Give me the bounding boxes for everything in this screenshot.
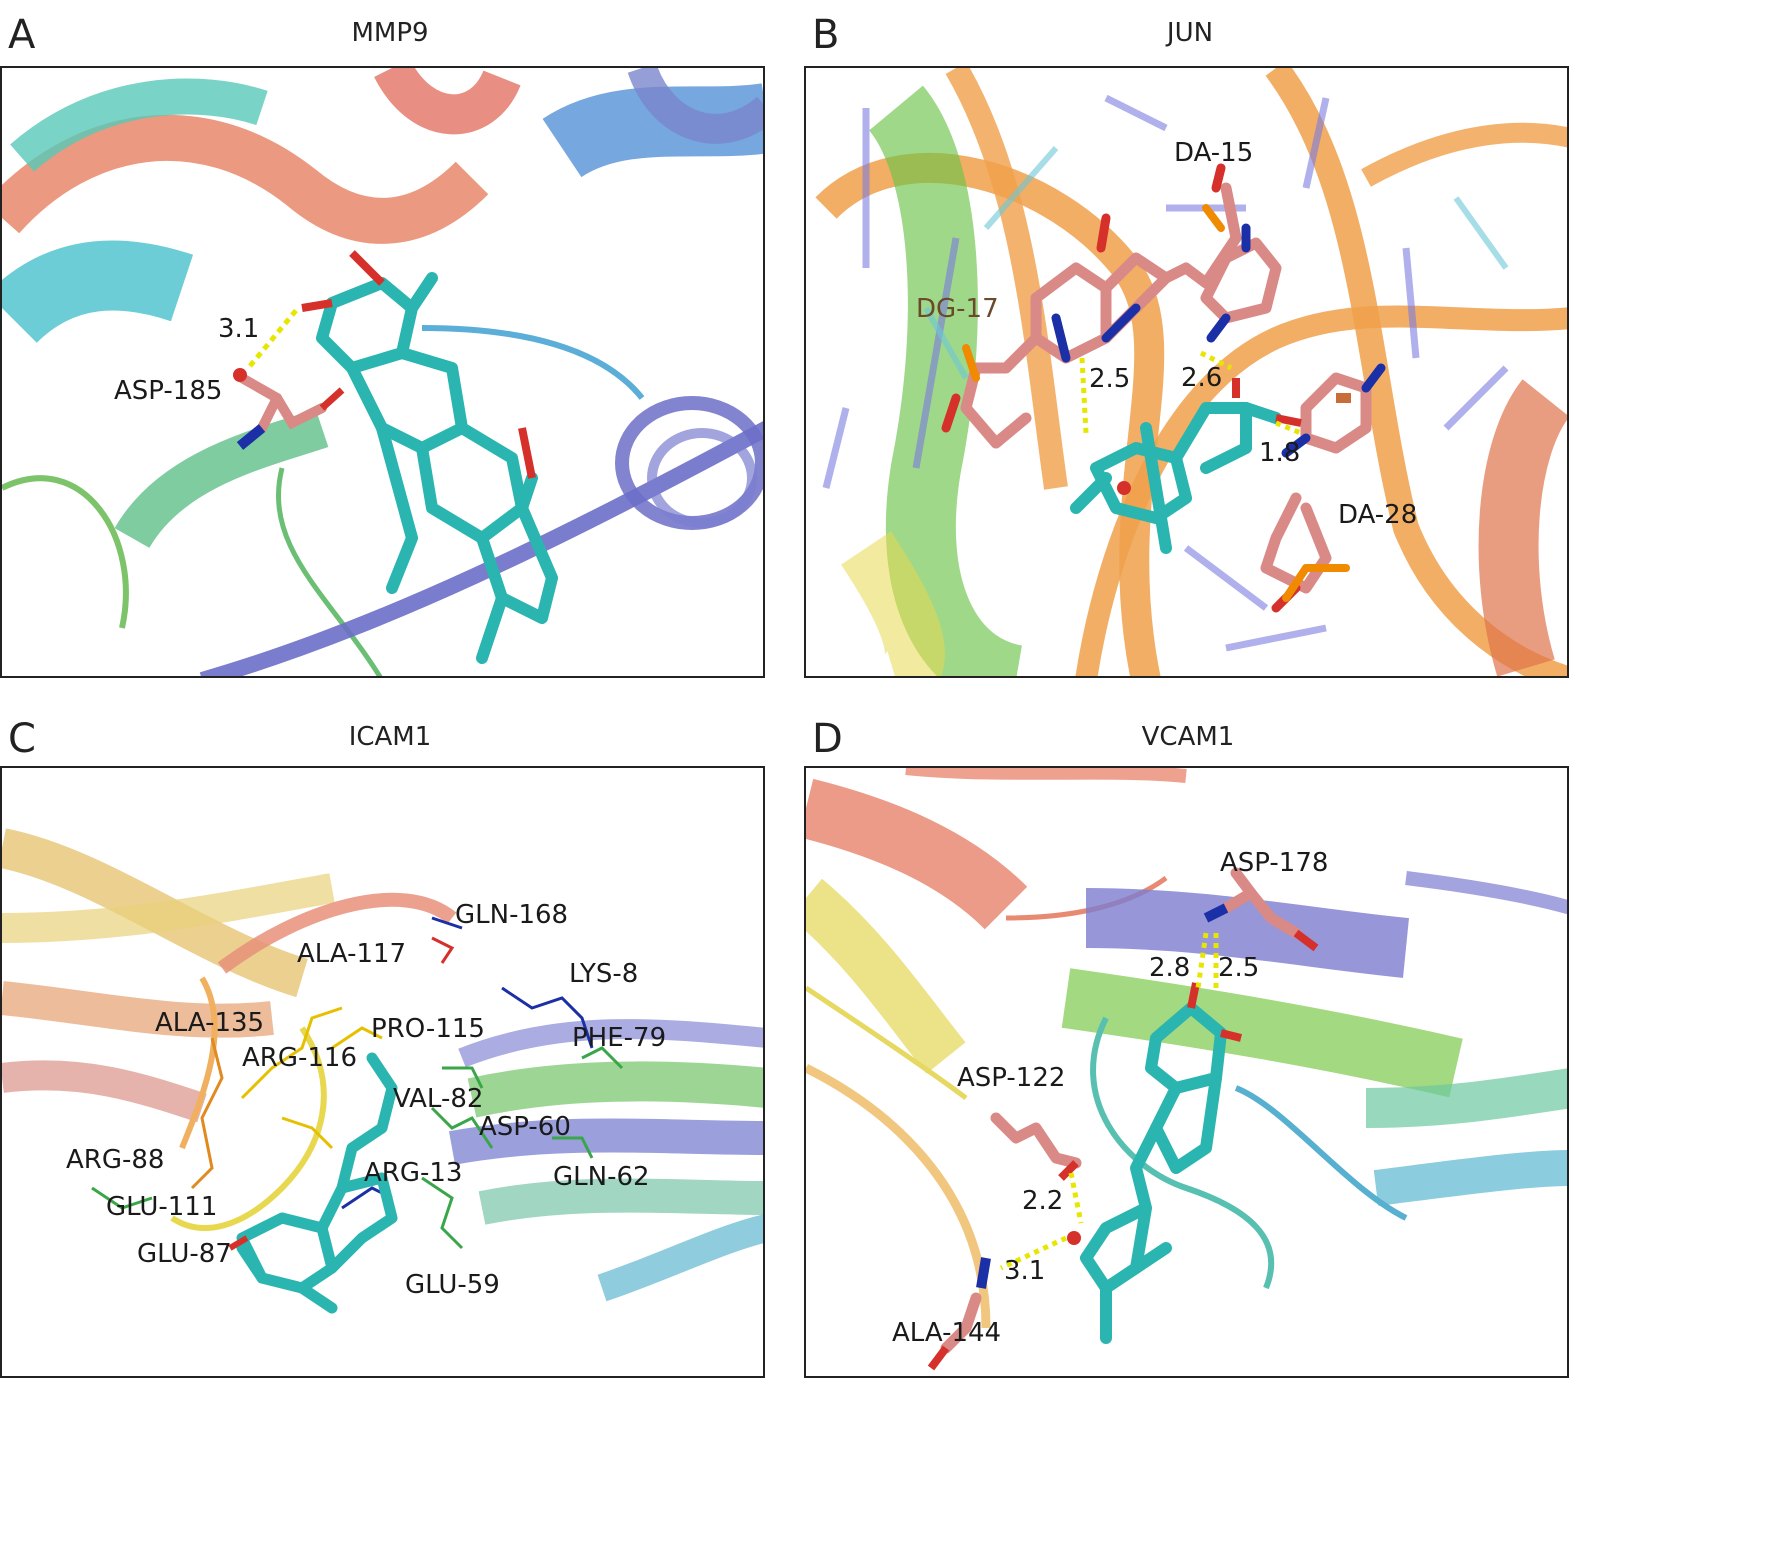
panel-d-title: VCAM1: [1141, 722, 1235, 752]
residue-label: ARG-88: [66, 1145, 165, 1175]
hbond-distance: 2.2: [1022, 1186, 1064, 1216]
hbond-distance: 2.5: [1218, 953, 1260, 983]
residue-label: LYS-8: [569, 959, 639, 989]
residue-label: ASP-60: [479, 1112, 571, 1142]
panel-c-title: ICAM1: [348, 722, 432, 752]
residue-label: ARG-13: [364, 1158, 463, 1188]
panel-d-letter: D: [812, 716, 843, 762]
residue-label: VAL-82: [393, 1084, 484, 1114]
mmp9-structure-render: [2, 68, 763, 676]
panel-a-letter: A: [8, 12, 36, 58]
panel-d-image: ASP-178 2.8 2.5 ASP-122 2.2 3.1 ALA-144: [804, 766, 1569, 1378]
residue-label: ALA-144: [892, 1318, 1002, 1348]
residue-label: GLU-59: [405, 1270, 500, 1300]
residue-label: DG-17: [916, 294, 999, 324]
hbond-distance: 2.6: [1181, 363, 1223, 393]
residue-label: DA-15: [1174, 138, 1254, 168]
residue-label: ASP-122: [957, 1063, 1066, 1093]
residue-label: GLU-87: [137, 1239, 232, 1269]
residue-label: ALA-135: [155, 1008, 265, 1038]
panel-b-letter: B: [812, 12, 840, 58]
panel-a-image: 3.1 ASP-185: [0, 66, 765, 678]
residue-label: ASP-178: [1220, 848, 1329, 878]
jun-structure-render: [806, 68, 1567, 676]
hbond-distance: 3.1: [1004, 1256, 1046, 1286]
panel-c-letter: C: [8, 716, 36, 762]
hbond-distance: 2.5: [1089, 364, 1131, 394]
panel-a-title: MMP9: [351, 18, 429, 48]
residue-label: GLN-62: [553, 1162, 650, 1192]
residue-label: PRO-115: [371, 1014, 485, 1044]
hbond-distance: 2.8: [1149, 953, 1191, 983]
residue-label: ALA-117: [297, 939, 407, 969]
hbond-distance: 1.8: [1259, 438, 1301, 468]
panel-c-image: GLN-168 ALA-117 LYS-8 ALA-135 PRO-115 PH…: [0, 766, 765, 1378]
vcam1-structure-render: [806, 768, 1567, 1376]
panel-b-title: JUN: [1166, 18, 1214, 48]
panel-b-image: DA-15 DG-17 2.5 2.6 1.8 DA-28: [804, 66, 1569, 678]
icam1-structure-render: [2, 768, 763, 1376]
hbond-distance: 3.1: [218, 314, 260, 344]
residue-label: GLU-111: [106, 1192, 218, 1222]
residue-label: ARG-116: [242, 1043, 358, 1073]
residue-label: PHE-79: [572, 1023, 667, 1053]
residue-label: DA-28: [1338, 500, 1418, 530]
residue-label: ASP-185: [114, 376, 223, 406]
residue-label: GLN-168: [455, 900, 569, 930]
